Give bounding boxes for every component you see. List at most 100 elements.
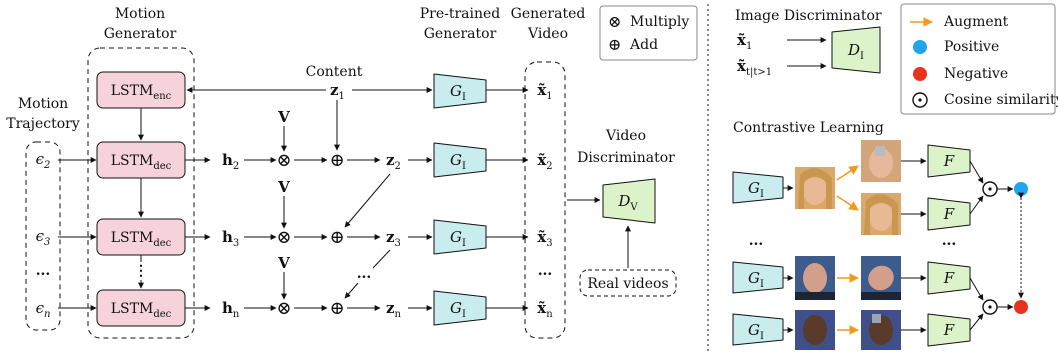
lstm-enc: LSTMenc [96, 71, 186, 109]
augment-legend-label: Augment [943, 14, 1009, 30]
x1-tilde: x̃1 [537, 81, 552, 102]
encoder-ellipsis: ... [942, 233, 957, 249]
face-image-bald-aug [861, 256, 901, 300]
face-image-blonde [795, 167, 835, 209]
epsilon-ellipsis: ... [36, 263, 51, 279]
negative-dot [1014, 300, 1028, 314]
arrow-z3-dots [372, 249, 391, 269]
cl-generator-2: GI [732, 261, 784, 294]
h2-label: h2 [222, 151, 239, 172]
multiply-op-2: ⊗ [276, 150, 291, 171]
svg-text:GI: GI [748, 269, 764, 290]
face-image-blonde-aug-2 [861, 193, 901, 235]
arrow-dots-addn [344, 282, 359, 299]
multiply-legend-symbol: ⊗ [608, 12, 621, 31]
generator-2: GI [433, 142, 487, 178]
epsilon-3: ϵ3 [36, 227, 51, 248]
v-label-2: V [277, 178, 290, 196]
motion-generator-box [87, 47, 195, 339]
arrow-f2-cos1 [969, 195, 984, 215]
pretrained-generator-title: Pre-trained [420, 6, 501, 22]
lstm-ellipsis: ⋮ [134, 263, 148, 279]
motion-trajectory-box [25, 141, 61, 331]
cosine-op-1-dot [988, 187, 992, 191]
z3-label: z3 [386, 228, 401, 249]
svg-text:LSTMenc: LSTMenc [111, 83, 172, 102]
contrastive-learning-title: Contrastive Learning [733, 120, 884, 136]
pretrained-generator-title-2: Generator [424, 26, 497, 42]
cl-generator-ellipsis: ... [749, 233, 764, 249]
add-op-3: ⊕ [329, 227, 344, 248]
positive-legend-dot [913, 40, 927, 54]
v-label-1: V [277, 108, 290, 126]
multiply-op-n: ⊗ [276, 298, 291, 319]
cl-generator-3: GI [732, 313, 784, 346]
right-legend-box [900, 3, 1056, 115]
generated-video-box [524, 61, 566, 339]
positive-dot [1014, 182, 1028, 196]
cosine-legend-label: Cosine similarity [944, 92, 1058, 108]
arrow-f4-cos2 [969, 313, 984, 331]
encoder-f-3: F [927, 261, 971, 295]
face-image-bald [795, 256, 835, 300]
encoder-f-2: F [927, 197, 971, 231]
motion-generator-title-2: Generator [104, 26, 177, 42]
video-discriminator: DV [602, 178, 656, 224]
svg-text:GI: GI [748, 179, 764, 200]
svg-text:DI: DI [847, 41, 864, 62]
motion-trajectory-title-2: Trajectory [6, 116, 80, 132]
img-disc-input-1: x̃1 [737, 31, 752, 52]
motion-trajectory-title: Motion [18, 96, 68, 112]
video-discriminator-title: Video [605, 128, 646, 144]
generator-1: GI [433, 73, 487, 109]
z2-label: z2 [386, 151, 401, 172]
positive-legend-label: Positive [944, 39, 999, 55]
motion-generator-title: Motion [115, 6, 165, 22]
svg-text:F: F [943, 205, 955, 223]
cosine-legend-icon-dot [918, 98, 922, 102]
lstm-dec-n: LSTMdec [96, 289, 186, 327]
generator-n: GI [433, 290, 487, 326]
v-label-3: V [277, 254, 290, 272]
svg-text:GI: GI [450, 82, 466, 103]
xn-tilde: x̃n [537, 299, 553, 320]
svg-text:LSTMdec: LSTMdec [111, 230, 172, 249]
lstm-dec-2: LSTMdec [96, 141, 186, 179]
epsilon-2: ϵ2 [36, 150, 51, 171]
video-discriminator-title-2: Discriminator [577, 150, 675, 166]
svg-text:LSTMdec: LSTMdec [111, 153, 172, 172]
x-ellipsis: ... [538, 263, 553, 279]
generator-3: GI [433, 219, 487, 255]
add-op-2: ⊕ [329, 150, 344, 171]
face-image-man [795, 310, 835, 350]
multiply-op-3: ⊗ [276, 227, 291, 248]
arrow-f1-cos1 [969, 160, 984, 184]
hn-label: hn [222, 299, 240, 320]
svg-text:F: F [943, 269, 955, 287]
multiply-legend-label: Multiply [630, 14, 689, 30]
svg-text:LSTMdec: LSTMdec [111, 301, 172, 320]
image-discriminator-title: Image Discriminator [735, 8, 882, 24]
svg-text:F: F [943, 321, 955, 339]
add-legend-symbol: ⊕ [608, 35, 621, 54]
lstm-dec-3: LSTMdec [96, 218, 186, 256]
epsilon-n: ϵn [36, 299, 51, 320]
x3-tilde: x̃3 [537, 228, 552, 249]
generated-video-title-2: Video [527, 26, 568, 42]
augment-arrow-1 [836, 165, 859, 181]
z1-label: z1 [330, 81, 345, 102]
face-image-man-aug [861, 310, 901, 350]
add-legend-label: Add [629, 37, 658, 53]
svg-text:GI: GI [450, 151, 466, 172]
cl-generator-1: GI [732, 171, 784, 204]
encoder-f-4: F [927, 313, 971, 347]
svg-text:GI: GI [450, 299, 466, 320]
h3-label: h3 [222, 228, 239, 249]
svg-text:F: F [943, 152, 955, 170]
svg-text:DV: DV [617, 192, 638, 213]
image-discriminator: DI [831, 26, 881, 74]
negative-legend-label: Negative [944, 66, 1008, 82]
img-disc-input-t: x̃t|t>1 [737, 57, 772, 78]
zn-label: zn [386, 299, 402, 320]
